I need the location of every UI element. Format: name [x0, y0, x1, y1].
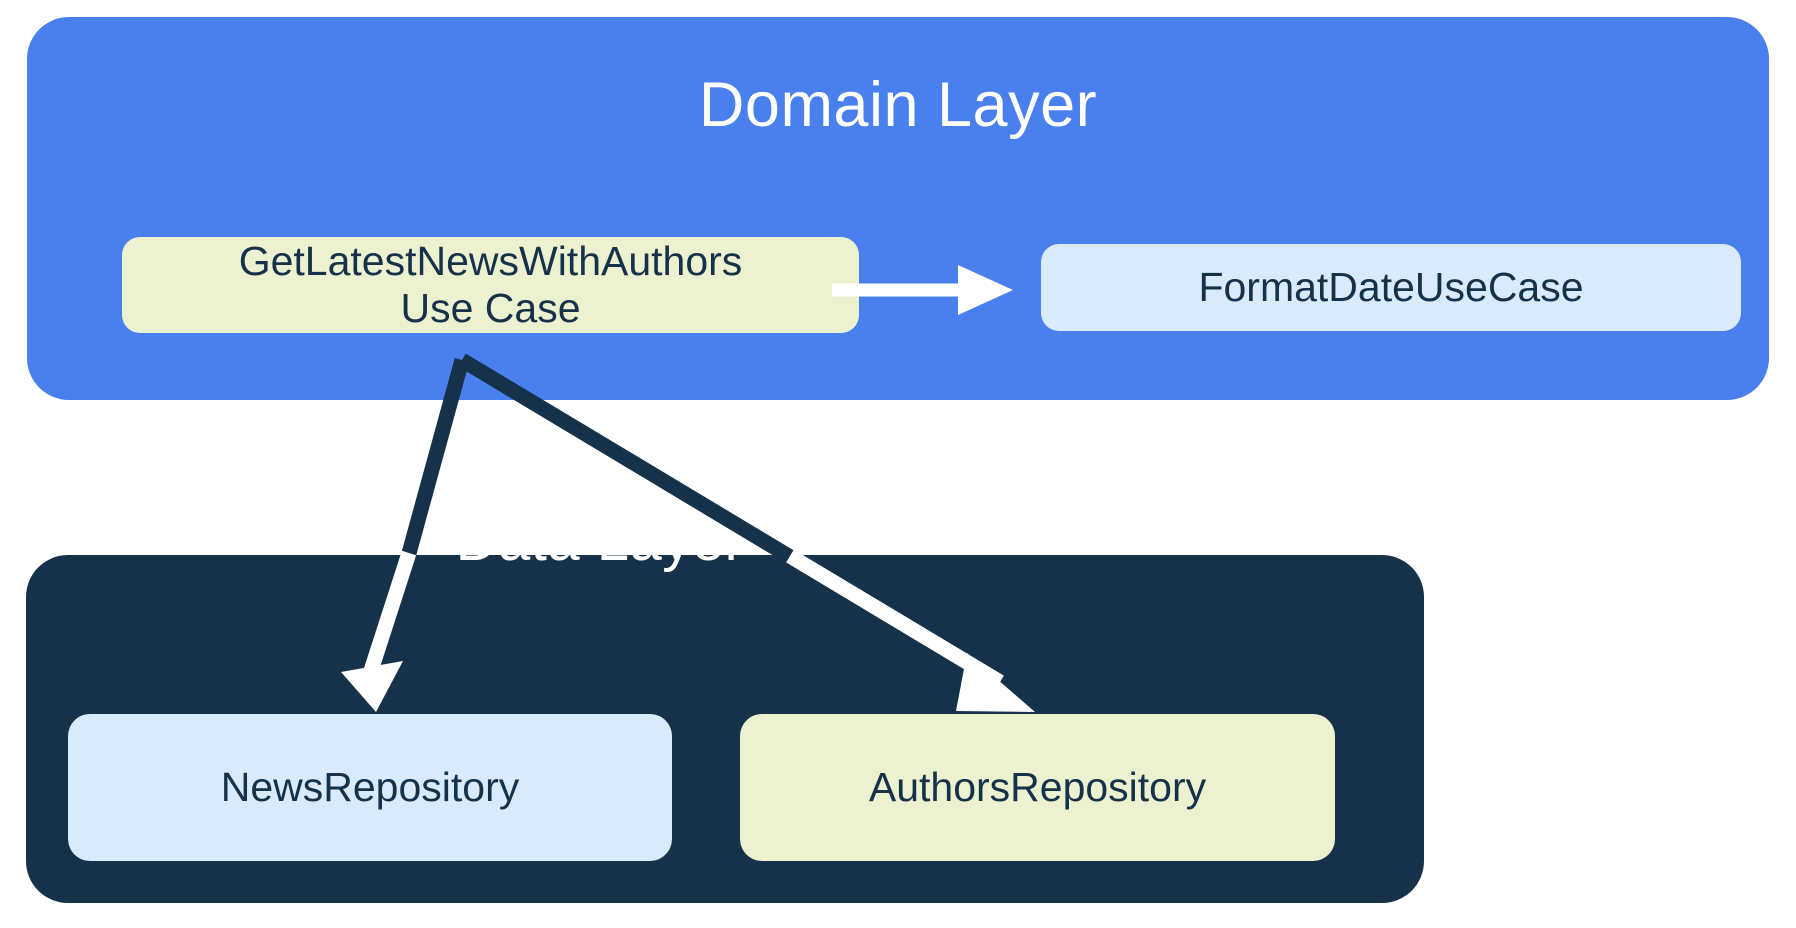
domain-layer-container[interactable]: Domain Layer GetLatestNewsWithAuthors Us…	[27, 17, 1769, 400]
node-authors-repository-label: AuthorsRepository	[868, 763, 1207, 810]
node-format-date-label: FormatDateUseCase	[1198, 263, 1584, 310]
node-news-repository[interactable]: NewsRepository	[68, 714, 672, 861]
node-get-latest-news-with-authors-use-case[interactable]: GetLatestNewsWithAuthors Use Case	[122, 237, 859, 333]
node-news-repository-label: NewsRepository	[220, 763, 520, 810]
node-get-latest-news-label-line2: Use Case	[400, 285, 581, 331]
node-get-latest-news-label-line1: GetLatestNewsWithAuthors	[238, 237, 743, 284]
node-authors-repository[interactable]: AuthorsRepository	[740, 714, 1335, 861]
node-format-date-use-case[interactable]: FormatDateUseCase	[1041, 244, 1741, 331]
data-layer-title: Data Layer	[455, 508, 745, 573]
node-get-latest-news-label: GetLatestNewsWithAuthors Use Case	[239, 238, 743, 332]
domain-layer-title: Domain Layer	[698, 70, 1098, 140]
